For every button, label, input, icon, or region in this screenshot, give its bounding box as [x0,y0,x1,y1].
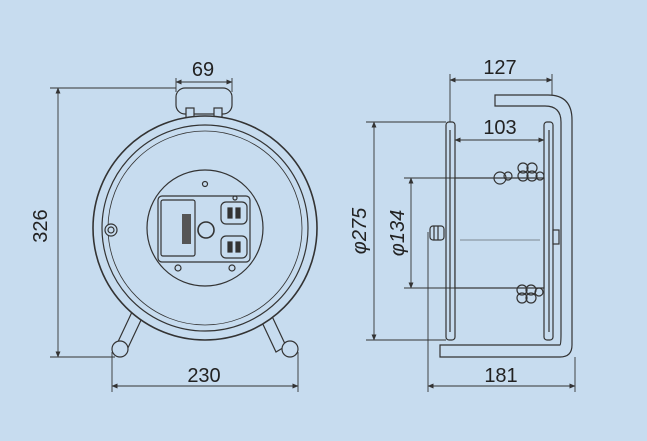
cable-coils-top [493,162,545,185]
dim-overall-depth: 127 [483,57,516,79]
dim-base-depth: 181 [484,365,517,387]
screw [174,264,182,272]
outlet-panel [157,195,251,263]
side-frame-handle [439,94,573,358]
front-view [92,87,318,358]
dim-base-width: 230 [187,365,220,387]
drum [454,177,545,289]
top-handle [175,87,233,115]
center-knob [197,221,215,239]
dim-drum-width: 103 [483,117,516,139]
side-dimensions [366,74,576,392]
outlet-socket-upper [220,201,248,225]
screw [232,195,238,201]
screw [201,180,209,188]
outlet-hub [146,169,264,287]
cable-coils-bottom [516,284,544,304]
leg-left [111,311,143,358]
dim-drum-diameter: φ134 [387,210,409,256]
dim-reel-diameter: φ275 [349,207,371,254]
side-view [429,94,573,358]
outlet-socket-lower [220,235,248,259]
dim-height: 326 [30,209,52,242]
dim-top-handle-width: 69 [192,59,214,81]
side-knob [104,223,118,237]
side-view-knob [429,225,445,241]
screw [228,264,236,272]
front-dimensions [50,78,299,392]
breaker-box [160,199,196,257]
